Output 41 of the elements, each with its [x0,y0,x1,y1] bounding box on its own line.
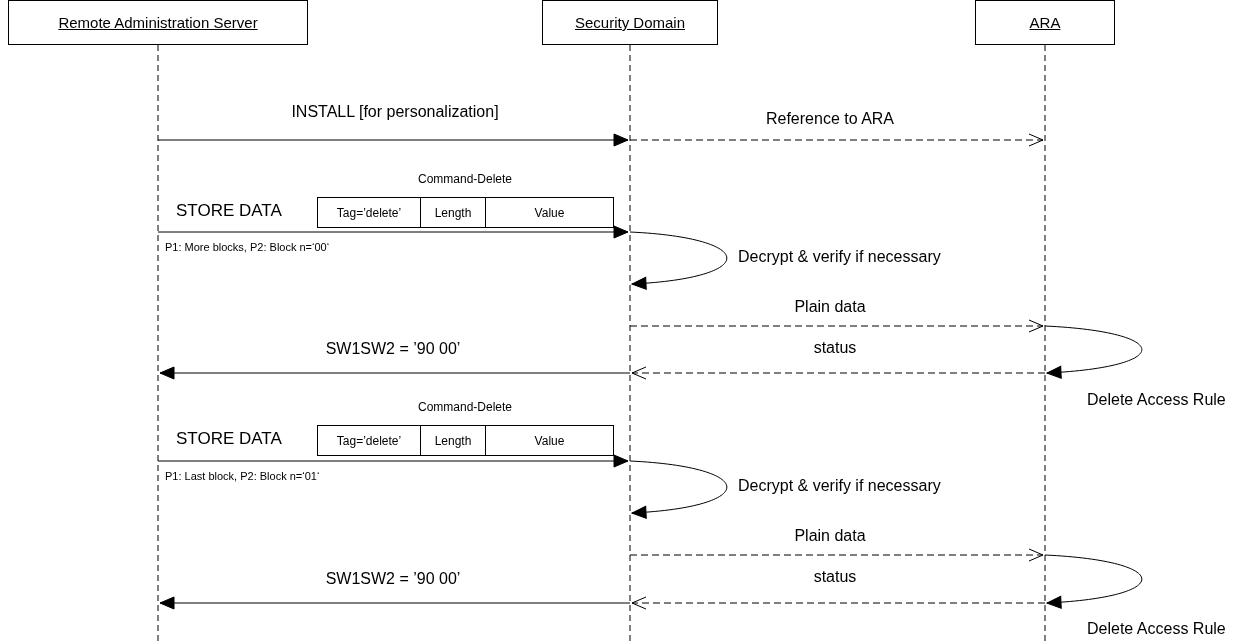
message-arrow [631,366,1046,380]
message-arrow [157,225,629,239]
self-message-arrow [629,460,728,519]
self-message-arrow [629,231,728,290]
command-field: Value [485,425,614,456]
message-arrow [629,319,1044,333]
self-message-arrow [1044,554,1143,609]
message-label: status [813,339,857,357]
participant-box: Remote Administration Server [8,0,308,45]
message-label: Plain data [794,298,866,316]
message-label: STORE DATA [176,429,282,449]
message-label: Decrypt & verify if necessary [738,477,941,495]
command-field: Tag=’delete’ [317,425,421,456]
message-label: Decrypt & verify if necessary [738,248,941,266]
label-text: P1: Last block, P2: Block n=‘01‘ [165,470,320,482]
message-label: Delete Access Rule [1087,391,1226,409]
message-label: Reference to ARA [765,110,895,128]
message-arrow [629,548,1044,562]
message-label: SW1SW2 = ’90 00’ [325,570,461,588]
message-arrow [159,366,631,380]
label-text: Command-Delete [418,172,512,186]
participant-box: ARA [975,0,1115,45]
command-field: Length [420,425,486,456]
message-arrow [631,596,1046,610]
participant-box: Security Domain [542,0,718,45]
command-field: Value [485,197,614,228]
command-field: Length [420,197,486,228]
message-label: status [813,568,857,586]
message-label: Delete Access Rule [1087,620,1226,638]
message-arrow [159,596,631,610]
label-text: Command-Delete [418,400,512,414]
label-text: P1: More blocks, P2: Block n=‘00‘ [165,241,330,253]
self-message-arrow [1044,325,1143,379]
message-label: Plain data [794,527,866,545]
message-arrow [157,454,629,468]
message-arrow [629,133,1044,147]
command-field: Tag=’delete’ [317,197,421,228]
message-label: STORE DATA [176,201,282,221]
message-label: INSTALL [for personalization] [291,103,499,121]
message-label: SW1SW2 = ’90 00’ [325,340,461,358]
message-arrow [157,133,629,147]
